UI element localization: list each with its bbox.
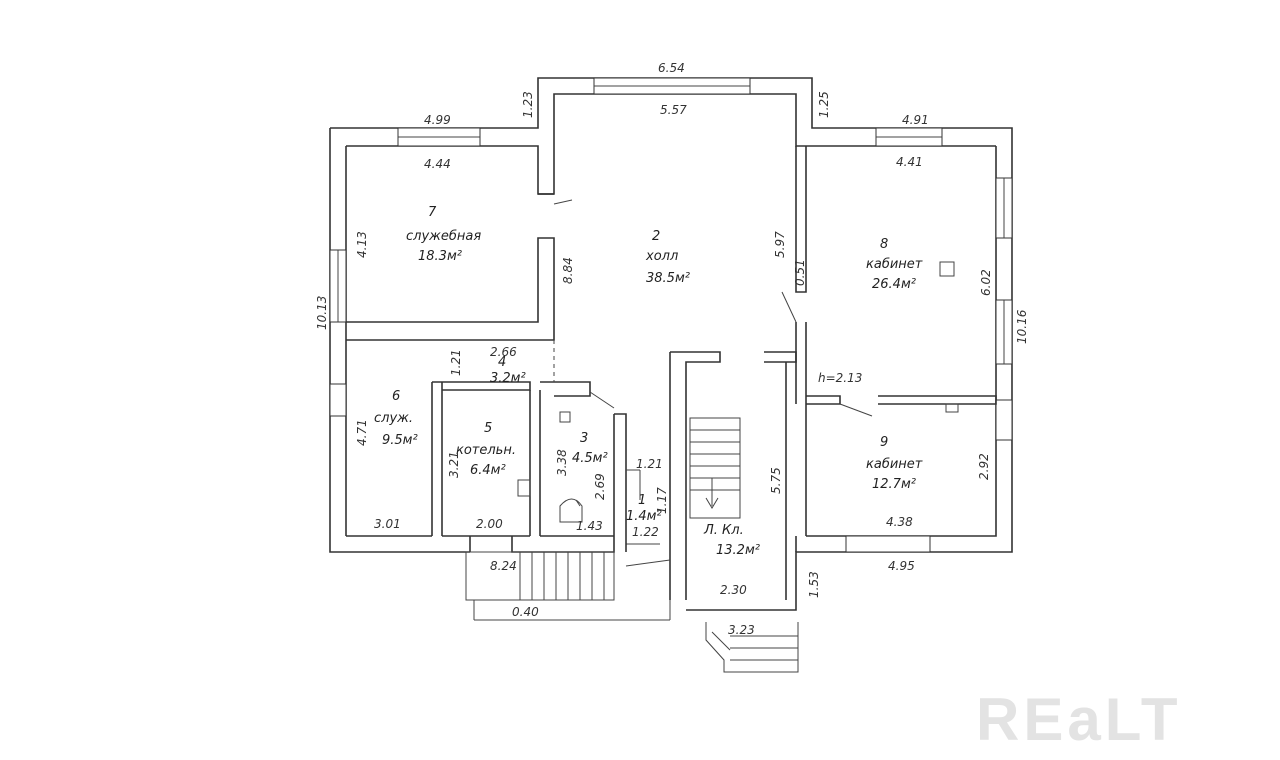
dim-r9-height: 2.92 <box>977 453 991 480</box>
dim-left-total: 10.13 <box>315 296 329 330</box>
dim-r1-a: 1.21 <box>636 457 663 471</box>
toilet-icon <box>559 498 583 523</box>
dim-hall-right: 5.97 <box>773 231 787 258</box>
dim-right-total: 10.16 <box>1015 309 1029 344</box>
stair-area: 13.2м² <box>716 543 760 558</box>
rear-steps <box>705 622 799 673</box>
room6-area: 9.5м² <box>382 433 418 448</box>
dim-r3-right: 2.69 <box>593 473 607 500</box>
dim-top-inner: 5.57 <box>660 103 687 117</box>
dim-top-right-step: 1.25 <box>817 91 831 118</box>
room-labels: 7 служебная 18.3м² 2 холл 38.5м² 8 кабин… <box>374 205 923 558</box>
room7-area: 18.3м² <box>418 249 462 264</box>
windows <box>329 77 1013 553</box>
dim-r9-outer: 4.95 <box>888 559 915 573</box>
interior-walls <box>346 146 997 600</box>
dim-r5-bottom: 2.00 <box>476 517 503 531</box>
room2-name: холл <box>645 249 678 264</box>
dim-porch-width: 8.24 <box>490 559 517 573</box>
dim-r6-bottom: 3.01 <box>374 517 401 531</box>
dim-hall-small: 0.51 <box>793 259 807 286</box>
room5-name: котельн. <box>456 443 516 458</box>
dim-right-stub: 1.53 <box>807 571 821 598</box>
dim-r7-inner: 4.44 <box>424 157 451 171</box>
dim-r4-height: 1.21 <box>449 349 463 376</box>
dim-r6-height: 4.71 <box>355 419 369 446</box>
dim-r5-height: 3.21 <box>447 451 461 478</box>
room5-number: 5 <box>484 421 492 436</box>
room4-number: 4 <box>498 355 506 370</box>
room1-area: 1.4м² <box>626 509 662 524</box>
window-room6-side <box>329 383 347 417</box>
room6-name: служ. <box>374 411 413 426</box>
room9-area: 12.7м² <box>872 477 916 492</box>
dim-r7-outer: 4.99 <box>424 113 451 127</box>
dim-top-left-step: 1.23 <box>521 91 535 118</box>
room8-number: 8 <box>880 237 888 252</box>
room8-area: 26.4м² <box>872 277 916 292</box>
dim-ceiling-height: h=2.13 <box>818 371 862 385</box>
front-porch-steps <box>465 551 671 621</box>
room4-area: 3.2м² <box>490 371 526 386</box>
room7-name: служебная <box>406 229 481 244</box>
realt-watermark-logo: REaLT <box>976 686 1182 753</box>
stair-name: Л. Кл. <box>703 523 744 538</box>
room2-number: 2 <box>652 229 660 244</box>
room9-name: кабинет <box>866 457 923 472</box>
room2-area: 38.5м² <box>646 271 690 286</box>
dim-corridor-width: 2.66 <box>490 345 517 359</box>
dim-r1-c: 1.22 <box>632 525 659 539</box>
dim-porch-depth: 0.40 <box>512 605 539 619</box>
dim-r7-height: 4.13 <box>355 231 369 258</box>
column-marker <box>939 261 955 277</box>
dim-r1-b: 1.17 <box>655 487 669 514</box>
room6-number: 6 <box>392 389 400 404</box>
room3-number: 3 <box>580 431 588 446</box>
window-room9-bottom <box>845 535 931 553</box>
room3-area: 4.5м² <box>572 451 608 466</box>
dim-r9-inner: 4.38 <box>886 515 913 529</box>
dim-stair-bottom: 2.30 <box>720 583 747 597</box>
room9-number: 9 <box>880 435 888 450</box>
dim-hall-left: 8.84 <box>561 257 575 284</box>
dimension-labels: 6.54 5.57 1.23 1.25 4.99 4.44 4.13 10.13… <box>315 61 1029 637</box>
dim-r8-inner: 4.41 <box>896 155 923 169</box>
dim-top-outer: 6.54 <box>658 61 685 75</box>
dim-stair-height: 5.75 <box>769 467 783 494</box>
room5-area: 6.4м² <box>470 463 506 478</box>
room1-number: 1 <box>638 493 646 508</box>
interior-staircase <box>689 417 741 519</box>
dim-r8-outer: 4.91 <box>902 113 929 127</box>
dim-r3-left: 3.38 <box>555 449 569 476</box>
dim-r3-bottom: 1.43 <box>576 519 603 533</box>
room7-number: 7 <box>428 205 437 220</box>
dim-r8-height: 6.02 <box>979 269 993 296</box>
window-room9-side <box>995 399 1013 441</box>
room8-name: кабинет <box>866 257 923 272</box>
dim-rear-stair: 3.23 <box>728 623 755 637</box>
